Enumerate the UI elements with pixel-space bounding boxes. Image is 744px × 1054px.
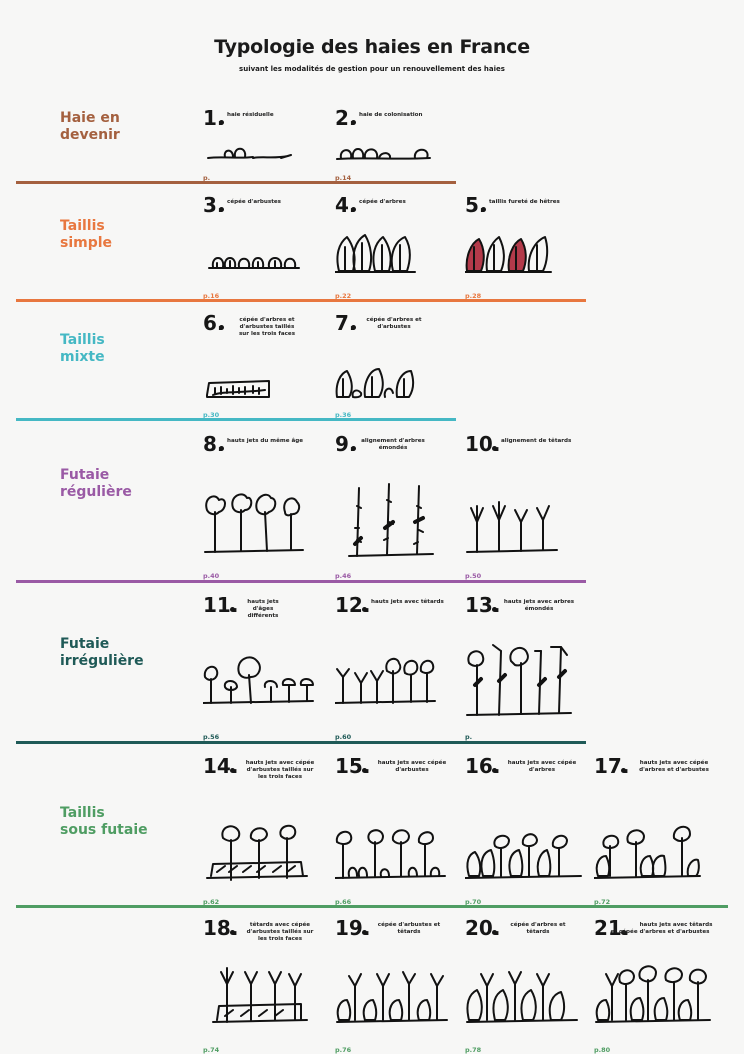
hedge-type-6[interactable]: 6. cépée d'arbres et d'arbustes taillés … bbox=[203, 313, 331, 419]
row-label-taillis-simple: Taillis simple bbox=[60, 218, 113, 251]
hedge-sketch bbox=[594, 825, 701, 879]
row-divider bbox=[16, 299, 586, 302]
hedge-sketch bbox=[335, 368, 415, 399]
row-label-futaie-irreguliere: Futaie irrégulière bbox=[60, 636, 144, 669]
hedge-sketch bbox=[335, 234, 416, 273]
hedge-sketch bbox=[466, 501, 558, 553]
hedge-sketch bbox=[212, 967, 308, 1023]
row-divider bbox=[16, 181, 456, 184]
hedge-sketch bbox=[207, 147, 292, 159]
hedge-sketch bbox=[466, 644, 572, 716]
hedge-type-5[interactable]: 5. taillis fureté de hêtres p.28 bbox=[465, 195, 593, 300]
hedge-type-12[interactable]: 12. hauts jets avec têtards p.60 bbox=[335, 595, 463, 741]
hedge-type-8[interactable]: 8. hauts jets du même âge p.40 bbox=[203, 434, 331, 580]
hedge-type-3[interactable]: 3. cépée d'arbustes p.16 bbox=[203, 195, 331, 300]
hedge-sketch bbox=[208, 257, 300, 269]
row-divider bbox=[16, 905, 728, 908]
hedge-sketch bbox=[204, 493, 304, 553]
hedge-type-10[interactable]: 10. alignement de têtards p.50 bbox=[465, 434, 593, 580]
row-label-futaie-reguliere: Futaie régulière bbox=[60, 467, 132, 500]
hedge-type-7[interactable]: 7. cépée d'arbres et d'arbustes p.36 bbox=[335, 313, 463, 419]
hedge-type-15[interactable]: 15. hauts jets avec cépée d'arbustes p.6… bbox=[335, 756, 463, 906]
hedge-type-13[interactable]: 13. hauts jets avec arbres émondés p. bbox=[465, 595, 593, 741]
hedge-type-4[interactable]: 4. cépée d'arbres p.22 bbox=[335, 195, 463, 300]
hedge-sketch bbox=[465, 236, 552, 273]
hedge-type-21[interactable]: 21. hauts jets avec têtards et cépée d'a… bbox=[594, 916, 713, 1054]
hedge-sketch bbox=[348, 483, 434, 557]
row-label-taillis-sous-futaie: Taillis sous futaie bbox=[60, 805, 148, 838]
hedge-sketch bbox=[335, 829, 446, 879]
hedge-type-11[interactable]: 11. hauts jets d'âges différents p.56 bbox=[203, 595, 331, 741]
row-label-taillis-mixte: Taillis mixte bbox=[60, 332, 105, 365]
hedge-type-1[interactable]: 1. haie résiduelle p. bbox=[203, 108, 331, 182]
row-label-haie-en-devenir: Haie en devenir bbox=[60, 110, 120, 143]
row-divider bbox=[16, 580, 586, 583]
hedge-sketch bbox=[336, 148, 431, 160]
hedge-sketch bbox=[206, 824, 308, 881]
hedge-sketch bbox=[466, 971, 578, 1023]
page-subtitle: suivant les modalités de gestion pour un… bbox=[239, 65, 505, 73]
hedge-type-2[interactable]: 2. haie de colonisation p.14 bbox=[335, 108, 463, 182]
hedge-sketch bbox=[595, 965, 711, 1023]
row-divider bbox=[16, 741, 586, 744]
hedge-type-19[interactable]: 19. cépée d'arbustes et têtards p.76 bbox=[335, 918, 463, 1054]
hedge-sketch bbox=[206, 380, 270, 398]
hedge-sketch bbox=[203, 656, 314, 704]
hedge-type-18[interactable]: 18. têtards avec cépée d'arbustes taillé… bbox=[203, 918, 331, 1054]
hedge-type-16[interactable]: 16. hauts jets avec cépée d'arbres p.70 bbox=[465, 756, 593, 906]
hedge-sketch bbox=[335, 657, 436, 704]
hedge-type-9[interactable]: 9. alignement d'arbres émondés p.46 bbox=[335, 434, 463, 580]
hedge-sketch bbox=[465, 833, 582, 879]
hedge-sketch bbox=[336, 971, 448, 1023]
hedge-type-14[interactable]: 14. hauts jets avec cépée d'arbustes tai… bbox=[203, 756, 331, 906]
hedge-type-20[interactable]: 20. cépée d'arbres et têtards p.78 bbox=[465, 918, 593, 1054]
row-divider bbox=[16, 418, 456, 421]
hedge-type-17[interactable]: 17. hauts jets avec cépée d'arbres et d'… bbox=[594, 756, 722, 906]
page-title: Typologie des haies en France bbox=[214, 36, 530, 58]
